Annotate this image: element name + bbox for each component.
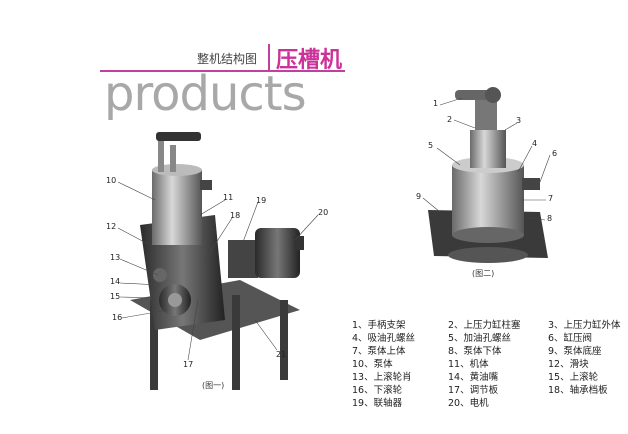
legend-row: 4、吸油孔螺丝 5、加油孔螺丝 6、缸压阀 <box>352 332 628 345</box>
callout-16: 16 <box>112 313 123 322</box>
callout-9: 9 <box>416 192 422 201</box>
legend-item <box>548 397 628 410</box>
callout-4: 4 <box>532 139 538 148</box>
header-underline <box>100 70 345 72</box>
legend-item: 20、电机 <box>448 398 489 409</box>
legend-item: 1、手柄支架 <box>352 320 406 331</box>
callout-20: 20 <box>318 208 329 217</box>
callout-11: 11 <box>223 193 234 202</box>
legend-row: 19、联轴器 20、电机 <box>352 397 628 410</box>
callout-2: 2 <box>447 115 453 124</box>
callout-6: 6 <box>552 149 558 158</box>
callout-10: 10 <box>106 176 117 185</box>
header-subtitle: 整机结构图 <box>197 52 258 66</box>
legend-item: 3、上压力缸外体 <box>548 320 621 331</box>
legend-item: 12、滑块 <box>548 359 589 370</box>
parts-legend: 1、手柄支架 2、上压力缸柱塞 3、上压力缸外体 4、吸油孔螺丝 5、加油孔螺丝 6、缸… <box>352 319 628 410</box>
legend-item: 18、轴承档板 <box>548 385 608 396</box>
legend-item: 4、吸油孔螺丝 <box>352 333 416 344</box>
callout-18: 18 <box>230 211 241 220</box>
legend-row: 13、上滚轮肖 14、黄油嘴 15、上滚轮 <box>352 371 628 384</box>
callout-1: 1 <box>433 99 439 108</box>
legend-item: 13、上滚轮肖 <box>352 372 412 383</box>
legend-row: 10、泵体 11、机体 12、滑块 <box>352 358 628 371</box>
legend-row: 7、泵体上体 8、泵体下体 9、泵体底座 <box>352 345 628 358</box>
page-title: 压槽机 <box>276 48 343 73</box>
figure-1-machine-illustration <box>117 87 551 390</box>
callout-17: 17 <box>183 360 194 369</box>
figure-1-caption: (图一) <box>202 381 225 390</box>
legend-item: 5、加油孔螺丝 <box>448 333 512 344</box>
legend-item: 2、上压力缸柱塞 <box>448 320 521 331</box>
legend-item: 7、泵体上体 <box>352 346 406 357</box>
legend-item: 19、联轴器 <box>352 398 403 409</box>
legend-row: 16、下滚轮 17、调节板 18、轴承档板 <box>352 384 628 397</box>
products-wordmark: products <box>104 66 307 122</box>
legend-item: 15、上滚轮 <box>548 372 599 383</box>
legend-item: 17、调节板 <box>448 385 499 396</box>
callout-3: 3 <box>516 116 522 125</box>
callout-12: 12 <box>106 222 117 231</box>
callout-8: 8 <box>547 214 553 223</box>
legend-item: 10、泵体 <box>352 359 393 370</box>
header-divider <box>268 44 270 70</box>
legend-item: 16、下滚轮 <box>352 385 403 396</box>
callout-13: 13 <box>110 253 121 262</box>
legend-item: 11、机体 <box>448 359 489 370</box>
legend-item: 9、泵体底座 <box>548 346 602 357</box>
callout-19: 19 <box>256 196 267 205</box>
callout-7: 7 <box>548 194 554 203</box>
figure-2-caption: (图二) <box>472 269 495 278</box>
legend-item: 6、缸压阀 <box>548 333 593 344</box>
callout-15: 15 <box>110 292 121 301</box>
callout-21: 21 <box>276 350 287 359</box>
callout-14: 14 <box>110 277 121 286</box>
legend-row: 1、手柄支架 2、上压力缸柱塞 3、上压力缸外体 <box>352 319 628 332</box>
callout-5: 5 <box>428 141 434 150</box>
legend-item: 8、泵体下体 <box>448 346 502 357</box>
legend-item: 14、黄油嘴 <box>448 372 499 383</box>
